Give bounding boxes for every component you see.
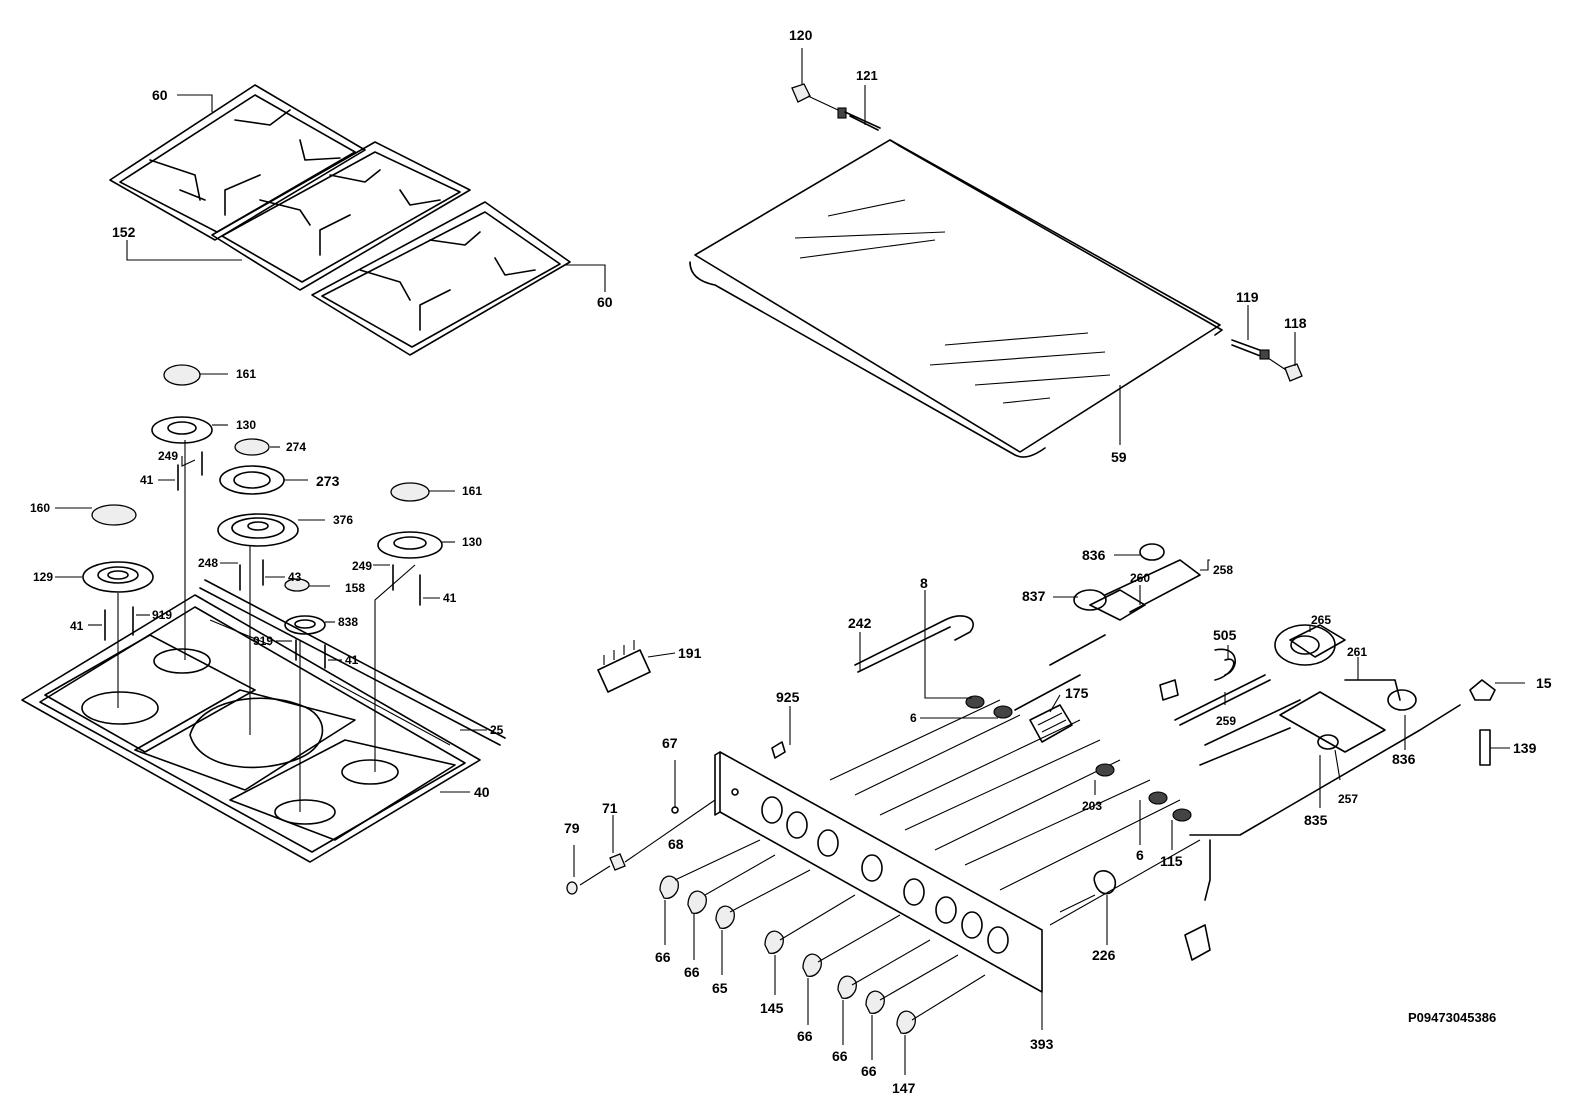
callout-71: 71 bbox=[602, 800, 618, 816]
burner-caps-left bbox=[82, 364, 443, 635]
callout-147: 147 bbox=[892, 1080, 916, 1096]
callout-259: 259 bbox=[1216, 714, 1236, 728]
callout-249-right: 249 bbox=[352, 559, 372, 573]
gas-pipework bbox=[854, 559, 1461, 961]
callout-191: 191 bbox=[678, 645, 702, 661]
callout-66-4: 66 bbox=[832, 1048, 848, 1064]
callout-119: 119 bbox=[1236, 289, 1259, 305]
callout-43: 43 bbox=[288, 570, 302, 584]
callout-925: 925 bbox=[776, 689, 800, 705]
control-knobs bbox=[659, 875, 916, 1034]
callout-145: 145 bbox=[760, 1000, 784, 1016]
callout-60-right: 60 bbox=[597, 294, 613, 310]
callout-260: 260 bbox=[1130, 571, 1150, 585]
spark-plugs-and-thermocouples bbox=[104, 451, 421, 669]
callout-203: 203 bbox=[1082, 799, 1102, 813]
callout-115: 115 bbox=[1160, 853, 1183, 869]
burners-wok-and-rings bbox=[1059, 543, 1496, 913]
callout-161-top: 161 bbox=[236, 367, 256, 381]
control-panel bbox=[714, 751, 1043, 993]
callout-59: 59 bbox=[1111, 449, 1127, 465]
callout-41-left: 41 bbox=[70, 619, 84, 633]
callout-66-2: 66 bbox=[684, 964, 700, 980]
callout-6-bottom: 6 bbox=[1136, 847, 1144, 863]
callout-79: 79 bbox=[564, 820, 580, 836]
terminal-block bbox=[597, 640, 676, 693]
callout-152: 152 bbox=[112, 224, 136, 240]
callout-60-top: 60 bbox=[152, 87, 168, 103]
callout-919-mid: 919 bbox=[253, 634, 273, 648]
callout-67: 67 bbox=[662, 735, 678, 751]
callout-118: 118 bbox=[1284, 315, 1307, 331]
callout-248: 248 bbox=[198, 556, 218, 570]
ignition-unit bbox=[1029, 694, 1073, 743]
callout-65: 65 bbox=[712, 980, 728, 996]
callout-41-mid: 41 bbox=[345, 653, 359, 667]
callout-66-1: 66 bbox=[655, 949, 671, 965]
callout-836-right: 836 bbox=[1392, 751, 1416, 767]
bezel-parts bbox=[566, 741, 786, 895]
callout-leaders bbox=[55, 48, 1525, 1075]
callout-836-top: 836 bbox=[1082, 547, 1106, 563]
pan-support-left bbox=[109, 84, 366, 241]
callout-273: 273 bbox=[316, 473, 340, 489]
callout-41-top: 41 bbox=[140, 473, 154, 487]
callout-838: 838 bbox=[338, 615, 358, 629]
callout-175: 175 bbox=[1065, 685, 1089, 701]
callout-242: 242 bbox=[848, 615, 872, 631]
callout-labels: 120 121 119 118 59 60 152 60 161 130 249… bbox=[30, 27, 1552, 1096]
hinge-left bbox=[791, 83, 881, 131]
callout-66-5: 66 bbox=[861, 1063, 877, 1079]
callout-161-right: 161 bbox=[462, 484, 482, 498]
callout-919-left: 919 bbox=[152, 608, 172, 622]
pan-support-right bbox=[311, 201, 571, 356]
callout-258: 258 bbox=[1213, 563, 1233, 577]
callout-160: 160 bbox=[30, 501, 50, 515]
glass-lid bbox=[689, 139, 1223, 458]
valves bbox=[965, 695, 1192, 822]
callout-41-right: 41 bbox=[443, 591, 457, 605]
callout-130-top: 130 bbox=[236, 418, 256, 432]
callout-835: 835 bbox=[1304, 812, 1328, 828]
callout-265: 265 bbox=[1311, 613, 1331, 627]
hob-tray bbox=[21, 440, 506, 863]
callout-40: 40 bbox=[474, 784, 490, 800]
hinge-right bbox=[1231, 339, 1303, 382]
callout-376: 376 bbox=[333, 513, 353, 527]
callout-158: 158 bbox=[345, 581, 365, 595]
callout-15: 15 bbox=[1536, 675, 1552, 691]
callout-6-top: 6 bbox=[910, 711, 917, 725]
callout-249-top: 249 bbox=[158, 449, 178, 463]
callout-257: 257 bbox=[1338, 792, 1358, 806]
callout-121: 121 bbox=[856, 68, 878, 83]
callout-261: 261 bbox=[1347, 645, 1367, 659]
callout-120: 120 bbox=[789, 27, 813, 43]
callout-66-3: 66 bbox=[797, 1028, 813, 1044]
callout-505: 505 bbox=[1213, 627, 1237, 643]
pan-support-middle bbox=[211, 141, 471, 291]
reference-code: P09473045386 bbox=[1408, 1010, 1496, 1025]
callout-68: 68 bbox=[668, 836, 684, 852]
callout-393: 393 bbox=[1030, 1036, 1054, 1052]
callout-139: 139 bbox=[1513, 740, 1537, 756]
callout-274: 274 bbox=[286, 440, 306, 454]
callout-8: 8 bbox=[920, 575, 928, 591]
knob-leader-lines bbox=[674, 699, 1201, 1021]
callout-226: 226 bbox=[1092, 947, 1116, 963]
callout-129: 129 bbox=[33, 570, 53, 584]
callout-130-right: 130 bbox=[462, 535, 482, 549]
callout-25: 25 bbox=[490, 723, 504, 737]
callout-837: 837 bbox=[1022, 588, 1046, 604]
